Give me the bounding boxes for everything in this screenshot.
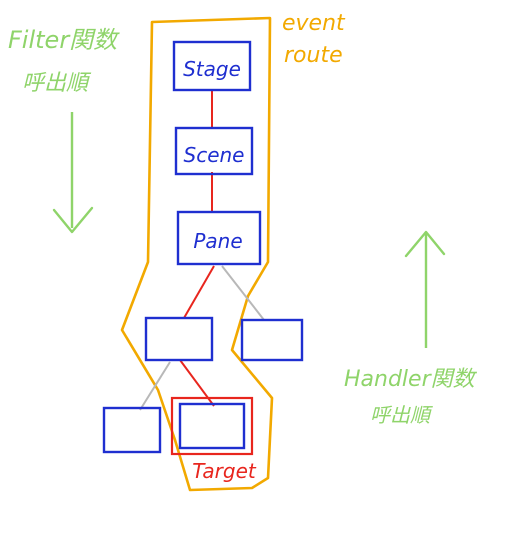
node-scene-label: Scene (184, 143, 245, 167)
node-right-child (240, 318, 304, 362)
target-highlight (170, 396, 254, 456)
node-scene (174, 126, 254, 176)
edge-left-child-target (179, 359, 215, 407)
target-label: Target (192, 459, 257, 483)
node-pane (176, 210, 262, 266)
filter-note-line2: 呼出順 (22, 71, 92, 96)
edge-pane-right-child (221, 265, 265, 321)
handler-note-line2: 呼出順 (370, 403, 433, 427)
node-leaf (102, 406, 162, 454)
node-stage (172, 40, 252, 92)
edge-left-child-leaf (139, 361, 171, 411)
handler-note-line1: Handler関数 (344, 367, 478, 392)
event-route-label-line1: event (282, 11, 346, 36)
event-route-label-line2: route (284, 43, 343, 68)
handler-up-arrow-head (404, 230, 446, 258)
node-stage-label: Stage (183, 57, 241, 81)
edge-pane-left-child (183, 265, 215, 319)
event-route-outline (120, 16, 274, 492)
node-target (178, 402, 246, 450)
filter-down-arrow-head (52, 206, 94, 234)
node-left-child (144, 316, 214, 362)
filter-note-line1: Filter関数 (8, 26, 120, 54)
node-pane-label: Pane (193, 229, 242, 253)
